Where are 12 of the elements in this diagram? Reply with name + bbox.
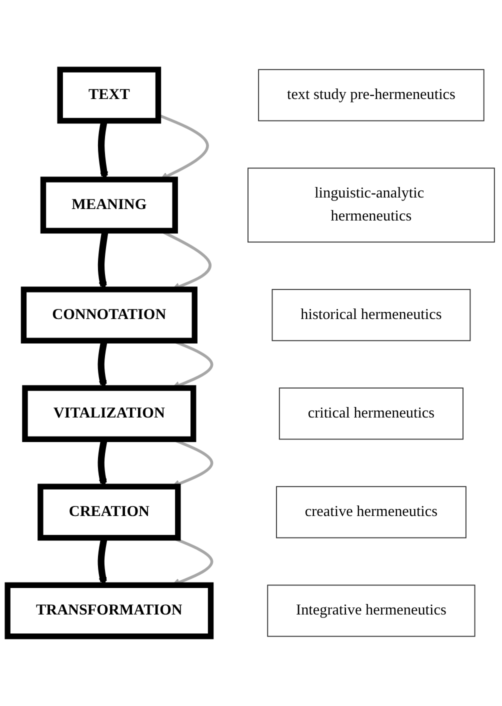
node-box: critical hermeneutics <box>278 388 464 440</box>
node-box: TEXT <box>57 66 162 124</box>
node-box: MEANING <box>40 176 178 234</box>
node-box: linguistic-analytic hermeneutics <box>248 168 495 243</box>
node-box: CREATION <box>38 484 181 541</box>
node-box: creative hermeneutics <box>276 486 466 538</box>
node-box: CONNOTATION <box>20 286 198 344</box>
node-box: TRANSFORMATION <box>4 582 214 640</box>
node-box: historical hermeneutics <box>272 289 471 342</box>
node-box: text study pre-hermeneutics <box>258 69 484 122</box>
node-box: Integrative hermeneutics <box>267 584 476 637</box>
node-box: VITALIZATION <box>22 385 196 442</box>
